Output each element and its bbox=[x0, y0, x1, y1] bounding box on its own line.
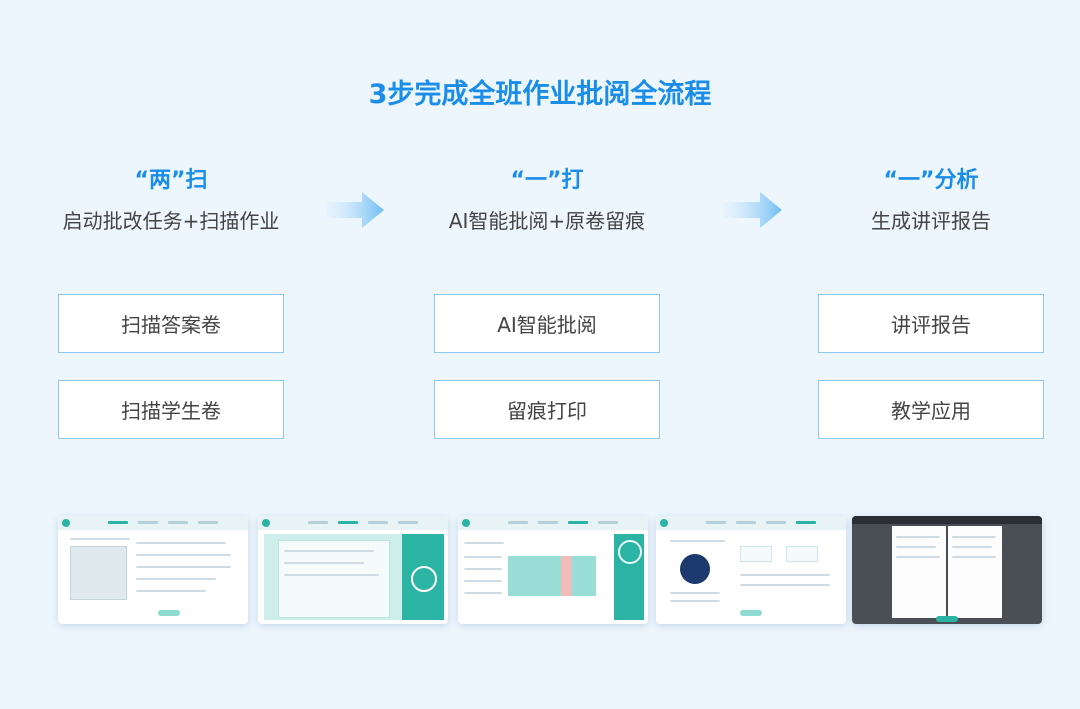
step-1-subtitle: 启动批改任务+扫描作业 bbox=[62, 209, 280, 233]
step-2: “一”打 AI智能批阅+原卷留痕 bbox=[397, 166, 697, 236]
feature-box-review-report: 讲评报告 bbox=[818, 294, 1044, 353]
feature-box-teaching-application: 教学应用 bbox=[818, 380, 1044, 439]
step-3-subtitle: 生成讲评报告 bbox=[871, 209, 991, 233]
feature-box-scan-student: 扫描学生卷 bbox=[58, 380, 284, 439]
screenshot-trace-print bbox=[656, 516, 846, 624]
arrow-right-icon bbox=[724, 192, 782, 228]
screenshot-ai-grading bbox=[458, 516, 648, 624]
step-3: “一”分析 生成讲评报告 bbox=[781, 166, 1080, 236]
feature-box-trace-print: 留痕打印 bbox=[434, 380, 660, 439]
feature-box-ai-grading: AI智能批阅 bbox=[434, 294, 660, 353]
step-1: “两”扫 启动批改任务+扫描作业 bbox=[21, 166, 321, 236]
step-1-head: “两”扫 bbox=[134, 168, 208, 193]
arrow-right-icon bbox=[326, 192, 384, 228]
step-2-head: “一”打 bbox=[510, 168, 584, 193]
screenshot-scan-student bbox=[258, 516, 448, 624]
step-2-subtitle: AI智能批阅+原卷留痕 bbox=[448, 209, 646, 233]
screenshot-review-report bbox=[852, 516, 1042, 624]
feature-box-scan-answer: 扫描答案卷 bbox=[58, 294, 284, 353]
page-title: 3步完成全班作业批阅全流程 bbox=[368, 79, 712, 110]
screenshot-scan-task bbox=[58, 516, 248, 624]
step-3-head: “一”分析 bbox=[883, 168, 979, 193]
